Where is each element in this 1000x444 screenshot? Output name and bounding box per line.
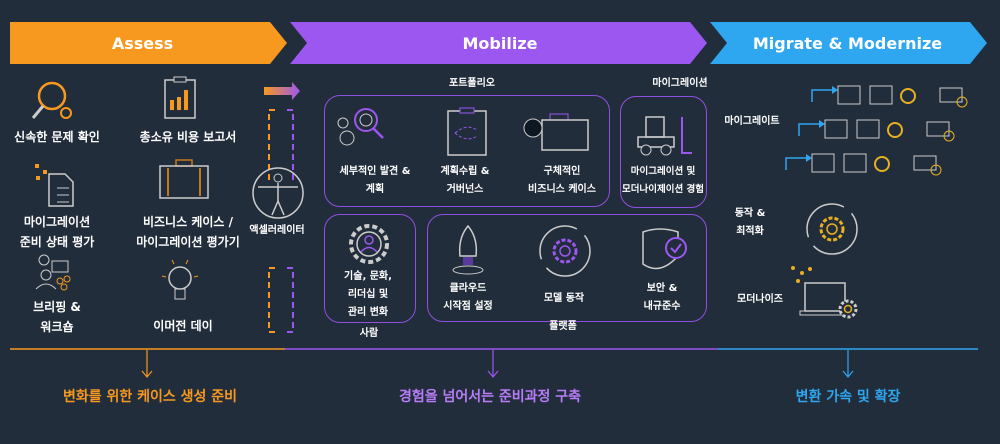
vitruvian-man-icon: [252, 167, 304, 219]
accelerator-connector: [264, 82, 300, 333]
bulb-briefcase-icon: [523, 113, 589, 151]
phase-assess: Assess: [111, 33, 174, 53]
phase-migrate: Migrate & Modernize: [752, 33, 943, 53]
magnifier-gear-icon: [31, 81, 72, 119]
assess-label-immersion-day: 이머전 데이: [153, 319, 213, 333]
portfolio-label-business-case: 구체적인 비즈니스 케이스: [528, 166, 596, 195]
gears-magnifier-icon: [337, 108, 384, 146]
wave-row-3: [785, 153, 942, 176]
platform-title: 플랫폼: [549, 321, 577, 332]
phase-banners: [10, 22, 987, 64]
platform-label-security: 보안 & 내규준수: [643, 283, 681, 312]
portfolio-label-discovery: 세부적인 발견 & 계획: [339, 166, 411, 195]
migrate-banner-shape: [710, 22, 987, 64]
people-box: [324, 214, 416, 323]
forklift-icon: [637, 116, 692, 156]
assess-label-quick-issue: 신속한 문제 확인: [14, 130, 100, 144]
portfolio-title: 포트폴리오: [449, 78, 495, 89]
assess-label-tco: 총소유 비용 보고서: [139, 130, 237, 144]
migration-box: [620, 96, 707, 208]
lightbulb-icon: [161, 259, 199, 300]
mobilize-banner-shape: [290, 22, 707, 64]
bottom-timeline: [10, 348, 978, 378]
portfolio-box: [324, 95, 610, 207]
platform-label-landing-zone: 클라우드 시작점 설정: [443, 283, 493, 312]
people-title: 사람: [359, 328, 379, 339]
migration-title: 마이그레이션: [652, 78, 708, 89]
accelerator-label: 액셀러레이터: [249, 225, 305, 236]
operate-label: 동작 & 최적화: [734, 208, 766, 237]
assess-banner-shape: [10, 22, 287, 64]
assess-label-readiness: 마이그레이션 준비 상태 평가: [19, 215, 95, 249]
migrate-waves: [785, 85, 968, 176]
clipboard-chart-icon: [164, 76, 196, 119]
migration-label-experience: 마이그레이션 및 모더나이제이션 경험: [622, 166, 704, 195]
platform-box: [427, 214, 707, 322]
mobilize-outcome: 경험을 넘어서는 준비과정 구축: [398, 389, 582, 405]
assess-label-briefing: 브리핑 & 워크숍: [33, 300, 81, 334]
laptop-gear-icon: [791, 266, 858, 319]
operate-cycle-gear-icon: [806, 203, 858, 255]
wave-row-2: [798, 119, 955, 142]
rocket-icon: [452, 224, 484, 275]
briefcase-icon: [159, 159, 209, 199]
gear-person-icon: [349, 224, 389, 264]
shield-check-icon: [642, 228, 687, 270]
migrate-label: 마이그레이트: [724, 116, 780, 127]
migrate-outcome: 변환 가속 및 확장: [795, 389, 901, 405]
cycle-gear-icon: [539, 225, 591, 277]
wave-row-1: [811, 85, 968, 108]
clipboard-plan-icon: [447, 107, 487, 156]
assess-label-business-case: 비즈니스 케이스 / 마이그레이션 평가기: [136, 215, 240, 249]
assess-outcome: 변화를 위한 케이스 생성 준비: [62, 389, 238, 405]
modernize-label: 모더나이즈: [737, 294, 783, 305]
platform-label-operating-model: 모델 동작: [543, 293, 585, 304]
people-label: 기술, 문화, 리더십 및 관리 변화: [344, 271, 392, 318]
phase-mobilize: Mobilize: [462, 33, 538, 53]
people-laptop-icon: [35, 254, 71, 291]
checklist-document-icon: [35, 164, 74, 207]
portfolio-label-planning: 계획수립 & 거버넌스: [440, 166, 490, 195]
